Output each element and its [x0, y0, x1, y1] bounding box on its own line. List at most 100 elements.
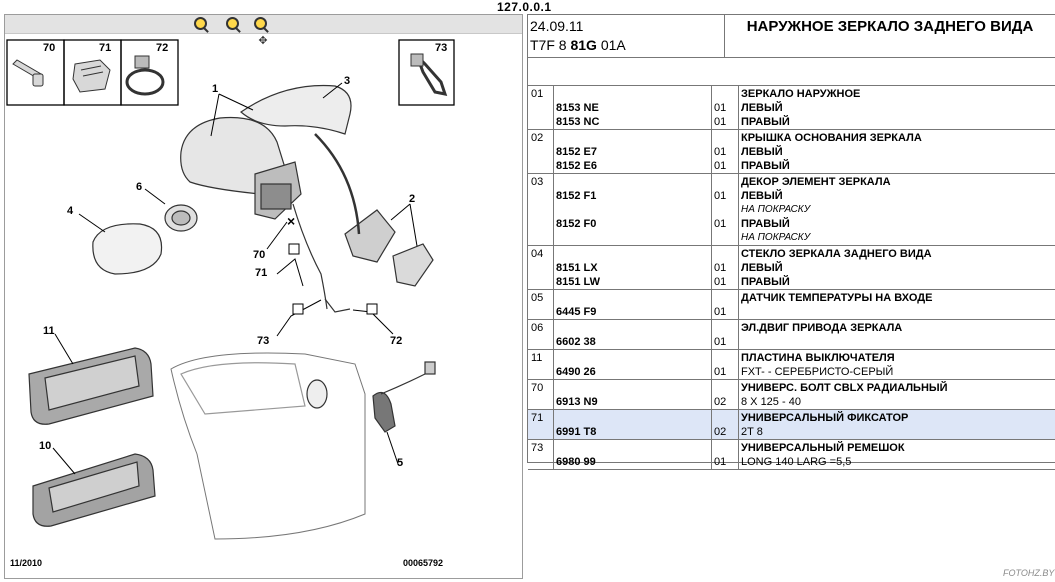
part-description: ПРАВЫЙ — [741, 276, 790, 288]
part-description: ДЕКОР ЭЛЕМЕНТ ЗЕРКАЛА — [741, 176, 891, 188]
watermark: FOTOHZ.BY — [1003, 568, 1055, 578]
part-reference: 8153 NC — [556, 116, 600, 128]
part-quantity: 01 — [714, 102, 727, 114]
diagram-code: 00065792 — [403, 558, 444, 568]
row-number: 04 — [531, 248, 544, 260]
part-description: ЭЛ.ДВИГ ПРИВОДА ЗЕРКАЛА — [741, 322, 903, 334]
zoom-in-icon[interactable] — [191, 16, 209, 32]
part-reference: 8152 E6 — [556, 160, 597, 172]
zoom-toolbar: ✥ — [5, 15, 522, 47]
catalog-code: T7F 8 81G 01A — [530, 37, 626, 53]
part-label-3: 3 — [344, 75, 350, 87]
row-number: 01 — [531, 88, 544, 100]
part-label-73: 73 — [257, 335, 269, 347]
part-reference: 8151 LW — [556, 276, 601, 288]
row-number: 11 — [531, 352, 543, 364]
zoom-out-icon[interactable] — [223, 16, 241, 32]
inset-boxes — [6, 39, 455, 106]
inset-label-70: 70 — [43, 42, 55, 54]
part-description: ПРАВЫЙ — [741, 116, 790, 128]
exploded-diagram-panel: ✥ 70 71 72 73 — [4, 14, 523, 579]
part-label-70: 70 — [253, 249, 265, 261]
part-quantity: 01 — [714, 366, 727, 378]
part-reference: 6490 26 — [556, 366, 596, 378]
inset-labels: 70 71 72 73 — [43, 42, 447, 54]
part-quantity: 01 — [714, 306, 727, 318]
part-reference: 6980 99 — [556, 456, 596, 468]
part-description: ЛЕВЫЙ — [741, 146, 783, 158]
part-quantity: 02 — [714, 426, 727, 438]
part-quantity: 02 — [714, 396, 727, 408]
catalog-date: 24.09.11 — [530, 18, 584, 34]
part-reference: 8152 F1 — [556, 190, 597, 202]
part-description: СТЕКЛО ЗЕРКАЛА ЗАДНЕГО ВИДА — [741, 248, 932, 260]
part-description: ДАТЧИК ТЕМПЕРАТУРЫ НА ВХОДЕ — [741, 292, 933, 304]
row-number: 06 — [531, 322, 544, 334]
part-label-10: 10 — [39, 440, 51, 452]
part-quantity: 01 — [714, 262, 727, 274]
row-number: 03 — [531, 176, 544, 188]
part-reference: 8152 E7 — [556, 146, 597, 158]
table-row[interactable]: 01 8153 NE 8153 NC 01 01 ЗЕРКАЛО НАРУЖНОЕ ЛЕВЫ… — [528, 86, 1055, 130]
part-description: 2T 8 — [741, 426, 763, 438]
row-number: 05 — [531, 292, 544, 304]
part-quantity: 01 — [714, 456, 727, 468]
part-quantity: 01 — [714, 116, 727, 128]
part-description: НА ПОКРАСКУ — [741, 204, 811, 215]
table-row[interactable]: 71 6991 T8 02 УНИВЕРСАЛЬНЫЙ ФИКСАТОР 2T 8 — [528, 410, 1055, 440]
part-description: ЛЕВЫЙ — [741, 102, 783, 114]
inset-label-72: 72 — [156, 42, 168, 54]
row-number: 73 — [531, 442, 544, 454]
inset-label-73: 73 — [435, 42, 447, 54]
row-number: 70 — [531, 382, 544, 394]
part-description: FXT- - СЕРЕБРИСТО-СЕРЫЙ — [741, 366, 894, 378]
part-label-11: 11 — [43, 325, 55, 337]
part-quantity: 01 — [714, 160, 727, 172]
zoom-pan-icon[interactable]: ✥ — [251, 16, 269, 47]
host-address: 127.0.0.1 — [497, 0, 552, 14]
part-description: НА ПОКРАСКУ — [741, 232, 811, 243]
parts-table: 24.09.11 T7F 8 81G 01A НАРУЖНОЕ ЗЕРКАЛО … — [527, 14, 1055, 470]
section-title: НАРУЖНОЕ ЗЕРКАЛО ЗАДНЕГО ВИДА — [746, 18, 1034, 35]
part-description: УНИВЕРС. БОЛТ CBLX РАДИАЛЬНЫЙ — [741, 382, 948, 394]
part-label-2: 2 — [409, 193, 415, 205]
svg-text:×: × — [287, 213, 295, 229]
part-description: ЛЕВЫЙ — [741, 190, 783, 202]
part-description: ЗЕРКАЛО НАРУЖНОЕ — [741, 88, 861, 100]
part-reference: 6602 38 — [556, 336, 596, 348]
part-label-6: 6 — [136, 181, 142, 193]
part-label-72: 72 — [390, 335, 402, 347]
part-labels: 1 3 6 4 2 70 71 73 72 11 10 5 — [39, 75, 415, 469]
mirror-assembly-drawing — [28, 84, 436, 540]
part-label-4: 4 — [67, 205, 74, 217]
part-label-71: 71 — [255, 267, 267, 279]
diagram-date: 11/2010 — [10, 558, 43, 568]
table-header-info: 24.09.11 T7F 8 81G 01A — [528, 15, 725, 57]
table-row[interactable]: 06 6602 38 01 ЭЛ.ДВИГ ПРИВОДА ЗЕРКАЛА — [528, 320, 1055, 350]
row-number: 02 — [531, 132, 544, 144]
part-label-5: 5 — [397, 457, 403, 469]
part-reference: 8152 F0 — [556, 218, 597, 230]
part-description: УНИВЕРСАЛЬНЫЙ ФИКСАТОР — [741, 412, 909, 424]
part-description: УНИВЕРСАЛЬНЫЙ РЕМЕШОК — [741, 442, 905, 454]
parts-diagram: 70 71 72 73 — [6, 39, 455, 540]
row-number: 71 — [531, 412, 544, 424]
part-label-1: 1 — [212, 83, 218, 95]
inset-label-71: 71 — [99, 42, 111, 54]
part-description: ПРАВЫЙ — [741, 160, 790, 172]
part-quantity: 01 — [714, 336, 727, 348]
part-reference: 8151 LX — [556, 262, 598, 274]
part-quantity: 01 — [714, 218, 727, 230]
table-row[interactable]: 70 6913 N9 02 УНИВЕРС. БОЛТ CBLX РАДИАЛЬНЫЙ… — [528, 380, 1055, 410]
part-quantity: 01 — [714, 146, 727, 158]
part-reference: 8153 NE — [556, 102, 599, 114]
table-row[interactable]: 03 8152 F1 8152 F0 01 01 ДЕКОР ЭЛЕМЕНТ ЗЕРКАЛ… — [528, 174, 1055, 246]
part-reference: 6913 N9 — [556, 396, 598, 408]
part-reference: 6991 T8 — [556, 426, 597, 438]
part-quantity: 01 — [714, 190, 727, 202]
